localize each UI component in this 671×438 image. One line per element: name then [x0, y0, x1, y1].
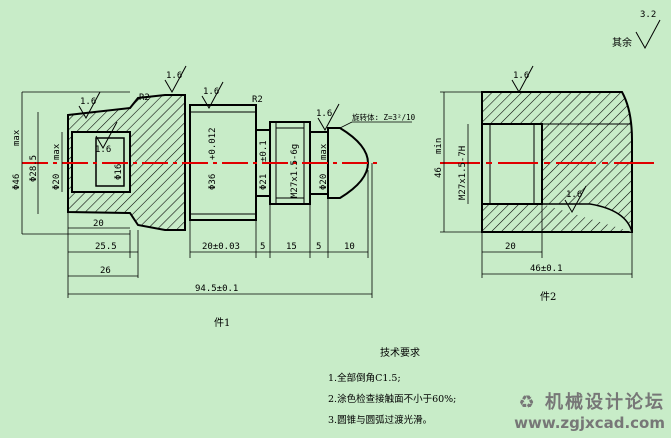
dim-15: 15: [286, 242, 297, 252]
dia-16: Φ16: [114, 164, 124, 180]
watermark-url: www.zgjxcad.com: [514, 414, 665, 432]
note-item-2: 2.涂色检查接触面不小于60%;: [328, 394, 457, 405]
recycle-icon: ♻: [518, 392, 537, 413]
p2-dia-46-tol: min: [434, 138, 444, 154]
dim-5a: 5: [260, 242, 265, 252]
ra-label-5: 1.6: [316, 109, 332, 119]
chamfer-r2-a: R2: [139, 93, 150, 103]
roughness-symbols: [78, 19, 661, 214]
part1-label: 件1: [214, 317, 230, 329]
p2-dia-46: 46: [434, 167, 444, 178]
dia-20-tol: max: [52, 143, 62, 160]
dim-10: 10: [344, 242, 355, 252]
note-item-1: 1.全部倒角C1.5;: [328, 373, 401, 384]
dia-46: Φ46: [12, 174, 22, 190]
dia-46-tol: max: [12, 129, 22, 146]
dia-21-tol: ±0.1: [259, 140, 269, 162]
dia-21: Φ21: [259, 174, 269, 190]
ra-label-7: 1.6: [566, 190, 582, 200]
part2-label: 件2: [540, 291, 556, 303]
ra-other-value: 3.2: [640, 10, 656, 20]
dim-20: 20: [93, 219, 104, 229]
dim-25-5: 25.5: [95, 242, 117, 252]
dim-94-5: 94.5±0.1: [195, 284, 238, 294]
dim-26: 26: [100, 266, 111, 276]
p2-thread: M27x1.5-7H: [458, 146, 468, 200]
note-item-3: 3.圆锥与圆弧过渡光滑。: [328, 415, 433, 426]
dia-20: Φ20: [52, 174, 62, 190]
dia-28-5: Φ28.5: [29, 155, 39, 182]
watermark: ♻ 机械设计论坛 www.zgjxcad.com: [514, 388, 665, 432]
dimension-lines: [21, 91, 633, 298]
ra-label-2: 1.6: [80, 97, 96, 107]
notes-title: 技术要求: [380, 348, 420, 359]
ra-label-6: 1.6: [513, 71, 529, 81]
watermark-name-text: 机械设计论坛: [545, 392, 665, 413]
ra-label-4: 1.6: [203, 87, 219, 97]
callout-rotation: 旋转体: Z=3²/10: [352, 112, 416, 122]
watermark-name: ♻ 机械设计论坛: [514, 388, 665, 414]
dim-5b: 5: [316, 242, 321, 252]
dia-20b-tol: max: [319, 143, 329, 160]
p2-dim-46: 46±0.1: [530, 264, 563, 274]
thread-m27: M27x1.5-6g: [290, 144, 300, 198]
ra-label-3: 1.6: [95, 145, 111, 155]
ra-other-label: 其余: [612, 36, 632, 49]
dia-20b: Φ20: [319, 174, 329, 190]
dim-20-03: 20±0.03: [202, 242, 240, 252]
notes-list: 1.全部倒角C1.5; 2.涂色检查接触面不小于60%; 3.圆锥与圆弧过渡光滑…: [328, 368, 456, 431]
dia-36: Φ36: [208, 174, 218, 190]
p2-dim-20: 20: [505, 242, 516, 252]
dia-36-tol: +0.012: [208, 127, 218, 160]
ra-label-1: 1.6: [166, 71, 182, 81]
chamfer-r2-b: R2: [252, 95, 263, 105]
